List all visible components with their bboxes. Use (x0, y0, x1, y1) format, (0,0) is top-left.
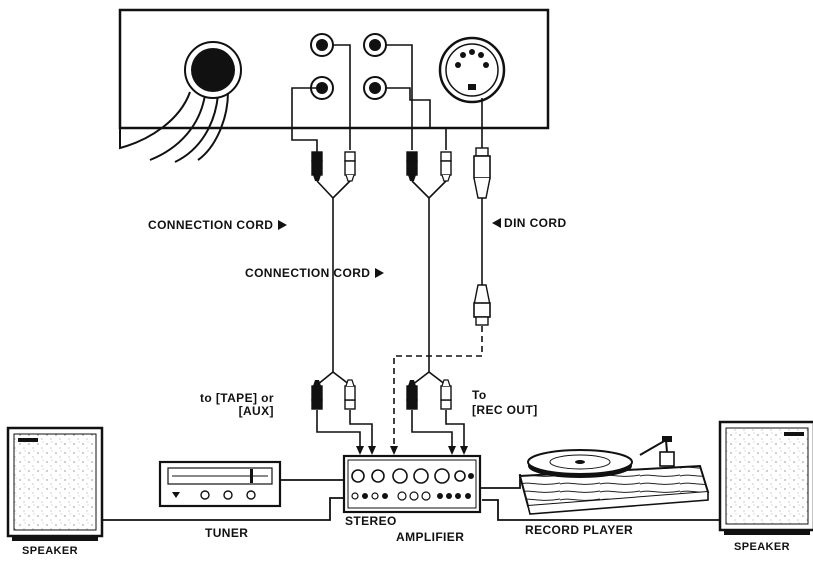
rca-jack-1 (310, 33, 334, 57)
din-plug-upper (473, 147, 491, 199)
label-to-rec-out: To [REC OUT] (472, 389, 538, 417)
label-connection-cord-1-text: CONNECTION CORD (148, 218, 274, 232)
label-connection-cord-2: CONNECTION CORD (245, 266, 385, 280)
label-stereo: STEREO (345, 514, 397, 528)
label-amplifier: AMPLIFIER (396, 530, 465, 544)
plug-upper-3 (406, 151, 418, 182)
rca-jack-4 (363, 76, 387, 100)
plug-upper-1 (311, 151, 323, 182)
power-cable (119, 91, 229, 163)
label-record-player: RECORD PLAYER (525, 523, 634, 537)
jack-wires (291, 44, 483, 152)
label-din-cord-text: DIN CORD (504, 216, 567, 230)
label-to-tape-line1: to [TAPE] or (200, 391, 274, 405)
stereo-amplifier (342, 454, 482, 514)
label-din-cord: DIN CORD (492, 217, 567, 230)
cord-runs (316, 180, 483, 372)
din-dashed-link (393, 326, 483, 448)
arrow-right-icon (375, 268, 385, 278)
plug-lower-4 (440, 379, 452, 410)
plug-lower-3 (406, 379, 418, 410)
plug-upper-4 (440, 151, 452, 182)
power-socket (184, 41, 242, 99)
speaker-wires (102, 474, 720, 521)
speaker-left (6, 426, 104, 541)
arrow-right-icon (278, 220, 288, 230)
label-speaker-left: SPEAKER (22, 545, 78, 557)
label-connection-cord-2-text: CONNECTION CORD (245, 266, 371, 280)
lower-cord-splits (316, 371, 447, 386)
din-plug-lower (473, 284, 491, 326)
plug-lower-2 (344, 379, 356, 410)
label-to-tape: to [TAPE] or [AUX] (200, 392, 274, 418)
plug-lower-1 (311, 379, 323, 410)
din-socket (438, 36, 506, 104)
record-player (518, 436, 710, 515)
label-to-rec-line1: To (472, 388, 487, 402)
tuner (158, 460, 282, 508)
arrow-left-icon (492, 218, 501, 228)
label-to-rec-line2: [REC OUT] (472, 403, 538, 417)
plug-upper-2 (344, 151, 356, 182)
label-speaker-right: SPEAKER (734, 541, 790, 553)
speaker-right (718, 420, 813, 535)
label-to-tape-line2: [AUX] (238, 404, 274, 418)
label-connection-cord-1: CONNECTION CORD (148, 218, 288, 232)
label-tuner: TUNER (205, 526, 249, 540)
amp-input-wires (316, 410, 465, 450)
rca-jack-3 (363, 33, 387, 57)
